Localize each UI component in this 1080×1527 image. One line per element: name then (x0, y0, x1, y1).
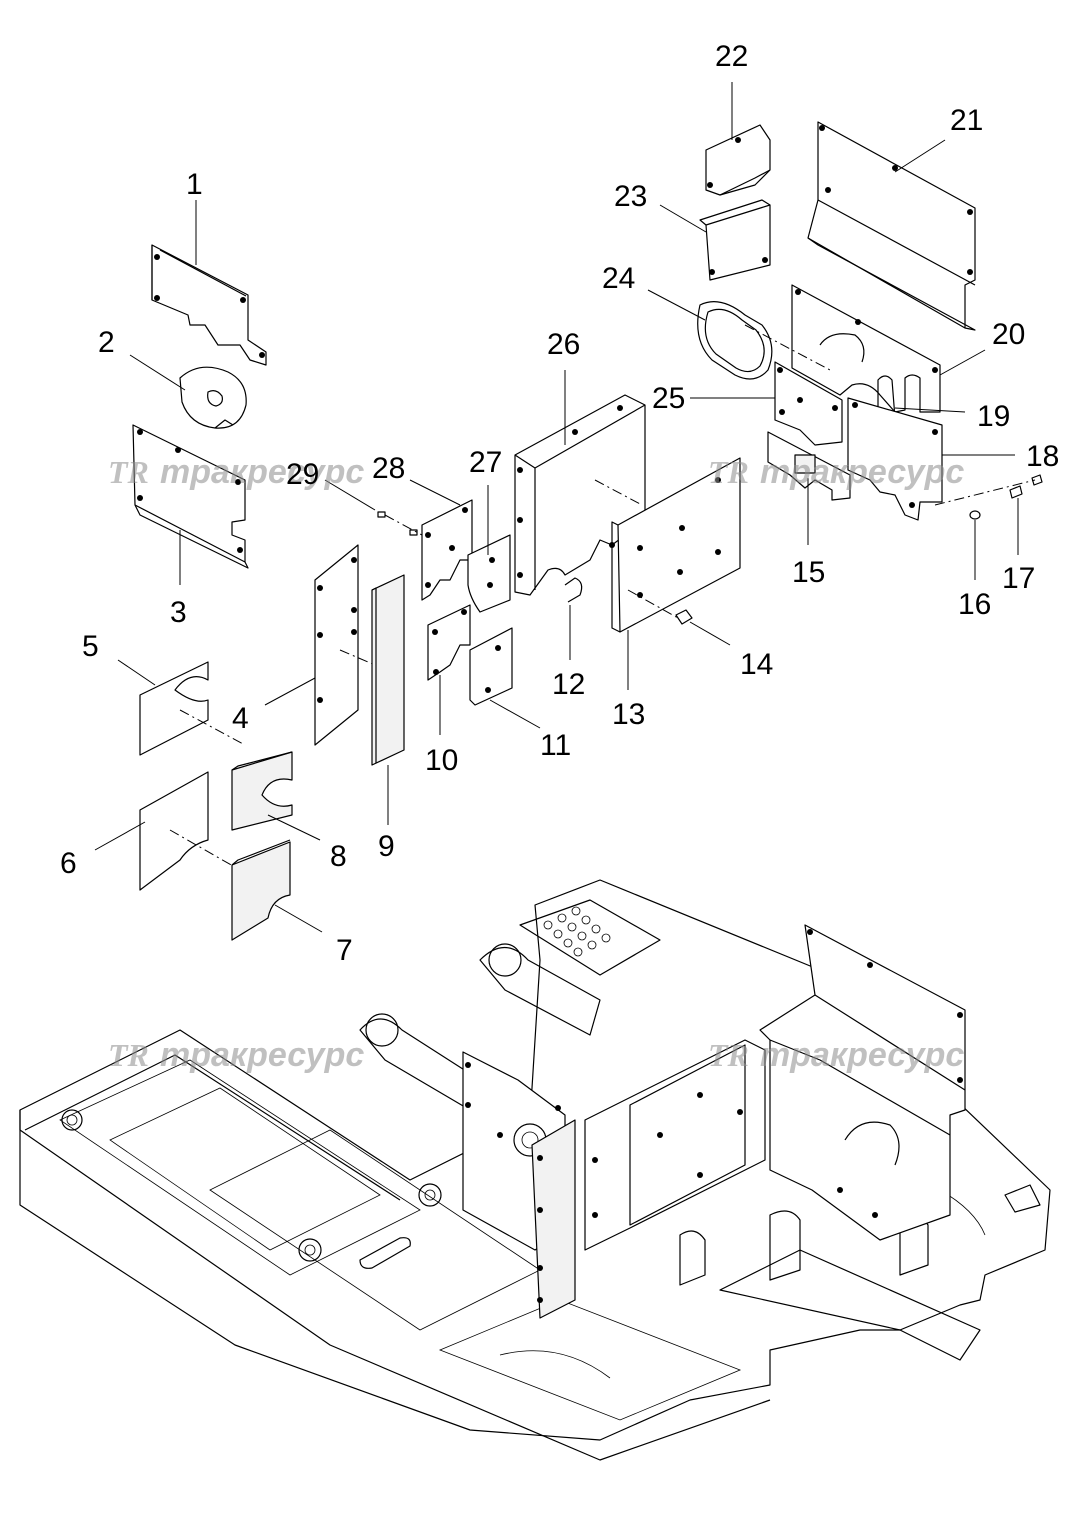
callout-14: 14 (740, 648, 773, 681)
assembled-upper-frame (19, 879, 1051, 1461)
watermark-text: тракресурс (760, 453, 964, 491)
perforated-plate-holes (543, 906, 611, 957)
watermark-logo: TR (108, 1037, 149, 1073)
callout-8: 8 (330, 840, 347, 873)
callout-10: 10 (425, 744, 458, 777)
callout-13: 13 (612, 698, 645, 731)
watermark-logo: TR (708, 1037, 749, 1073)
part-15-bracket[interactable] (767, 431, 851, 501)
callout-21: 21 (950, 104, 983, 137)
installed-panel-26 (584, 1039, 766, 1251)
installed-insulation-strip (531, 1119, 576, 1319)
callout-1: 1 (186, 168, 203, 201)
part-10-bracket[interactable] (427, 604, 471, 681)
part-3-cover-plate[interactable] (132, 424, 249, 569)
watermark-text: тракресурс (760, 1036, 964, 1074)
callout-19: 19 (977, 400, 1010, 433)
part-25-plate[interactable] (774, 361, 843, 446)
callout-12: 12 (552, 668, 585, 701)
callout-27: 27 (469, 446, 502, 479)
watermark-logo: TR (708, 454, 749, 490)
watermark-bottom: TR тракресурс TR тракресурс (108, 1036, 964, 1074)
callout-3: 3 (170, 596, 187, 629)
part-24-gasket[interactable] (697, 301, 773, 380)
part-2-seal-disk[interactable] (179, 366, 247, 429)
callout-5: 5 (82, 630, 99, 663)
part-14-bolt[interactable] (627, 589, 693, 625)
callout-15: 15 (792, 556, 825, 589)
part-7-insulation-pad[interactable] (231, 839, 291, 941)
callout-25: 25 (652, 382, 685, 415)
part-11-bracket[interactable] (469, 627, 513, 706)
watermark-top: TR тракресурс TR тракресурс (108, 453, 964, 491)
part-18-side-plate[interactable] (847, 397, 943, 521)
callout-6: 6 (60, 847, 77, 880)
part-17-nut[interactable] (1009, 474, 1043, 499)
callout-29: 29 (286, 458, 319, 491)
part-4-side-panel[interactable] (314, 544, 359, 746)
callout-labels: 1 2 3 4 5 6 7 8 9 10 11 12 13 14 15 16 1… (60, 40, 1059, 967)
part-8-insulation-pad[interactable] (231, 751, 293, 831)
part-16-washer[interactable] (969, 510, 981, 520)
part-29-bolts[interactable] (377, 511, 423, 536)
callout-18: 18 (1026, 440, 1059, 473)
part-5-insulation-pad[interactable] (139, 661, 209, 756)
callout-23: 23 (614, 180, 647, 213)
part-26-panel[interactable] (514, 394, 646, 596)
part-21-top-cover[interactable] (807, 121, 976, 331)
watermark-text: тракресурс (160, 1036, 364, 1074)
watermark-logo: TR (108, 454, 149, 490)
part-28-bracket[interactable] (421, 499, 473, 601)
watermark-text: тракресурс (160, 453, 364, 491)
part-20-side-cover[interactable] (791, 284, 941, 413)
part-12-clip[interactable] (564, 577, 583, 603)
part-23-bracket[interactable] (699, 199, 771, 281)
part-6-insulation-pad[interactable] (139, 771, 209, 891)
part-9-insulation-strip[interactable] (371, 574, 405, 766)
part-1-cover-plate[interactable] (151, 244, 267, 366)
callout-24: 24 (602, 262, 635, 295)
callout-16: 16 (958, 588, 991, 621)
callout-28: 28 (372, 452, 405, 485)
callout-2: 2 (98, 326, 115, 359)
installed-rear-covers (759, 924, 966, 1241)
callout-17: 17 (1002, 562, 1035, 595)
callout-22: 22 (715, 40, 748, 73)
part-22-bracket[interactable] (705, 124, 771, 196)
callout-7: 7 (336, 934, 353, 967)
callout-26: 26 (547, 328, 580, 361)
callout-9: 9 (378, 830, 395, 863)
callout-4: 4 (232, 702, 249, 735)
callout-20: 20 (992, 318, 1025, 351)
callout-11: 11 (540, 729, 571, 762)
part-27-bracket[interactable] (467, 534, 511, 613)
part-13-cover-panel[interactable] (611, 457, 741, 633)
